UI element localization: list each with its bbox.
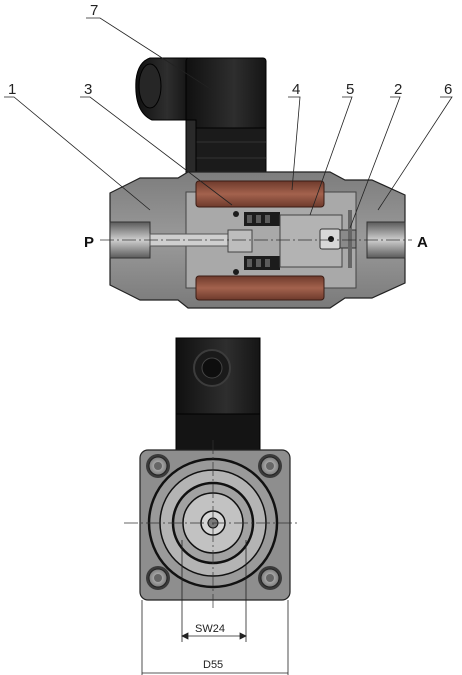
callout-3: 3 — [84, 81, 92, 98]
callout-1: 1 — [8, 81, 16, 98]
port-label-a: A — [417, 234, 428, 251]
callout-6: 6 — [444, 81, 452, 98]
coil-top — [195, 180, 325, 208]
end-view-centerlines — [124, 440, 300, 610]
callout-leaders — [4, 17, 453, 229]
winding-blocks — [233, 211, 280, 275]
coil-bottom — [195, 275, 325, 301]
seal-assembly — [319, 210, 357, 268]
callout-4: 4 — [292, 81, 300, 98]
end-view-connector — [175, 337, 261, 455]
end-view: SW24 D55 — [124, 337, 300, 675]
flange-bolts — [146, 454, 282, 590]
dimension-label-sw24: SW24 — [195, 623, 225, 635]
connector-plug — [135, 57, 267, 181]
dimension-label-d55: D55 — [203, 659, 223, 671]
callout-7: 7 — [90, 2, 98, 19]
callout-2: 2 — [394, 81, 402, 98]
stem-head — [227, 229, 253, 253]
section-view: 1 3 4 5 2 6 7 P A — [4, 2, 453, 309]
dimension-sw24 — [181, 540, 247, 642]
callout-5: 5 — [346, 81, 354, 98]
dimension-d55 — [141, 600, 289, 675]
port-label-p: P — [84, 234, 94, 251]
